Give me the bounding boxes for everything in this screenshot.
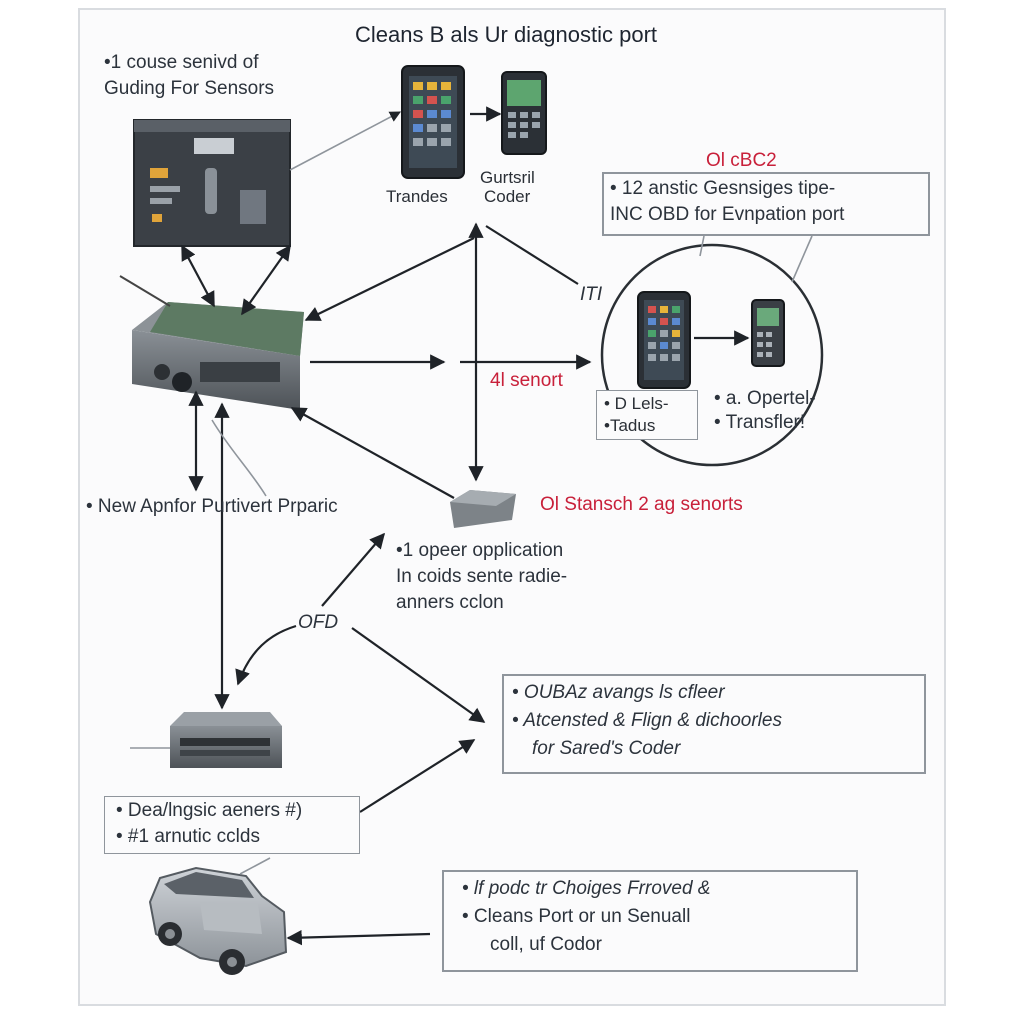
- tablet-device: [401, 65, 465, 179]
- obd-label: Ol cBC2: [706, 150, 777, 171]
- arrow-panel-module-right: [241, 244, 291, 316]
- arrow-panel-to-tablet: [289, 111, 401, 171]
- right-box1-line2: • Atcensted & Flign & dichoorles: [512, 710, 782, 731]
- obd-box-line2: INC OBD for Evnpation port: [610, 204, 845, 225]
- arrow-box-to-car: [286, 929, 431, 946]
- coder-device: [501, 71, 547, 155]
- obd-info-box: [602, 172, 930, 236]
- stansch-label: Ol Stansch 2 ag senorts: [540, 494, 743, 515]
- right-info-box-1: [502, 674, 926, 774]
- arrow-ofd-to-box: [351, 627, 486, 723]
- arrow-hub-to-module: [304, 237, 475, 321]
- circle-tablet-device: [637, 291, 691, 389]
- circle-left-label-line2: •Tadus: [604, 416, 656, 435]
- sensor-label: 4l senort: [490, 370, 563, 391]
- line-hub-to-circle: [485, 225, 579, 285]
- right-box1-line3: for Sared's Coder: [532, 738, 681, 759]
- coder-label-line1: Gurtsril: [480, 168, 535, 187]
- curve-module-to-label: [211, 419, 267, 497]
- diagram-title: Cleans B als Ur diagnostic port: [355, 22, 658, 47]
- central-module-device: [119, 275, 304, 410]
- circle-left-label-box: [596, 390, 698, 440]
- sensor-device: [450, 490, 516, 528]
- opper-label-line2: In coids sente radie-: [396, 566, 568, 587]
- circle-right-label-line1: • a. Opertel-: [714, 388, 816, 409]
- arrow-dea-to-box: [359, 739, 476, 813]
- opper-label-line3: anners cclon: [396, 592, 504, 613]
- ofd-label: OFD: [298, 612, 339, 633]
- circle-right-label-line2: • Transfler!: [714, 412, 806, 433]
- arrow-ofd-to-scanner: [235, 624, 297, 686]
- top-left-label-line2: Guding For Sensors: [104, 78, 275, 99]
- coder-label-line2: Coder: [484, 187, 531, 206]
- arrow-ofd-to-application: [321, 532, 386, 607]
- dea-box-line2: • #1 arnutic cclds: [116, 826, 260, 847]
- top-left-label-line1: •1 couse senivd of: [104, 52, 259, 73]
- new-label: • New Apnfor Purtivert Prparic: [86, 496, 338, 517]
- dea-box-line1: • Dea/lngsic aeners #): [116, 800, 303, 821]
- dea-info-box: [104, 796, 360, 854]
- control-panel-device: [133, 119, 291, 247]
- circle-transfer-device: [751, 299, 785, 367]
- car-illustration: [148, 866, 288, 975]
- right-box2-line1: • lf podc tr Choiges Frroved &: [462, 878, 711, 899]
- tablet-label: Trandes: [386, 187, 448, 206]
- circle-label: ITI: [580, 284, 603, 305]
- scanner-device: [170, 712, 282, 768]
- line-obd-box-tick: [699, 235, 705, 257]
- line-circle-to-obd-box: [791, 235, 813, 283]
- circle-left-label-line1: • D Lels-: [604, 394, 669, 413]
- inset-circle: [600, 243, 824, 467]
- right-box2-line2: • Cleans Port or un Senuall: [462, 906, 691, 927]
- arrow-sensor-to-module: [290, 407, 455, 499]
- line-car-to-dea: [239, 857, 271, 875]
- arrow-panel-module-left: [181, 244, 215, 308]
- right-box1-line1: • OUBAz avangs ls cfleer: [512, 682, 725, 703]
- obd-box-line1: • 12 anstic Gesnsiges tipe-: [610, 178, 836, 199]
- right-box2-line3: coll, uf Codor: [490, 934, 602, 955]
- opper-label-line1: •1 opeer opplication: [396, 540, 564, 561]
- right-info-box-2: [442, 870, 858, 972]
